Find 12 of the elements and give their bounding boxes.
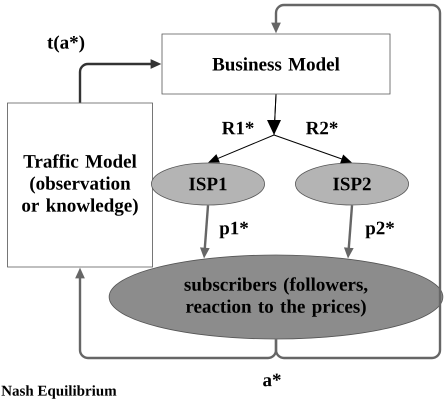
ellipse-node: subscribers (followers, reaction to the prices) xyxy=(108,254,444,340)
edge-label: R2* xyxy=(306,122,338,134)
edge-label: a* xyxy=(263,374,281,386)
edge-label: t(a*) xyxy=(47,35,84,53)
ellipse-node: ISP2 xyxy=(295,162,409,206)
process-box: Business Model xyxy=(162,34,390,94)
edge-label: p2* xyxy=(365,222,394,238)
ellipse-node: ISP1 xyxy=(151,162,265,206)
process-box: Traffic Model (observation or knowledge) xyxy=(7,102,153,268)
edge-label: p1* xyxy=(219,222,248,238)
note: Nash Equilibrium xyxy=(1,385,116,399)
edge-label: R1* xyxy=(222,122,254,134)
